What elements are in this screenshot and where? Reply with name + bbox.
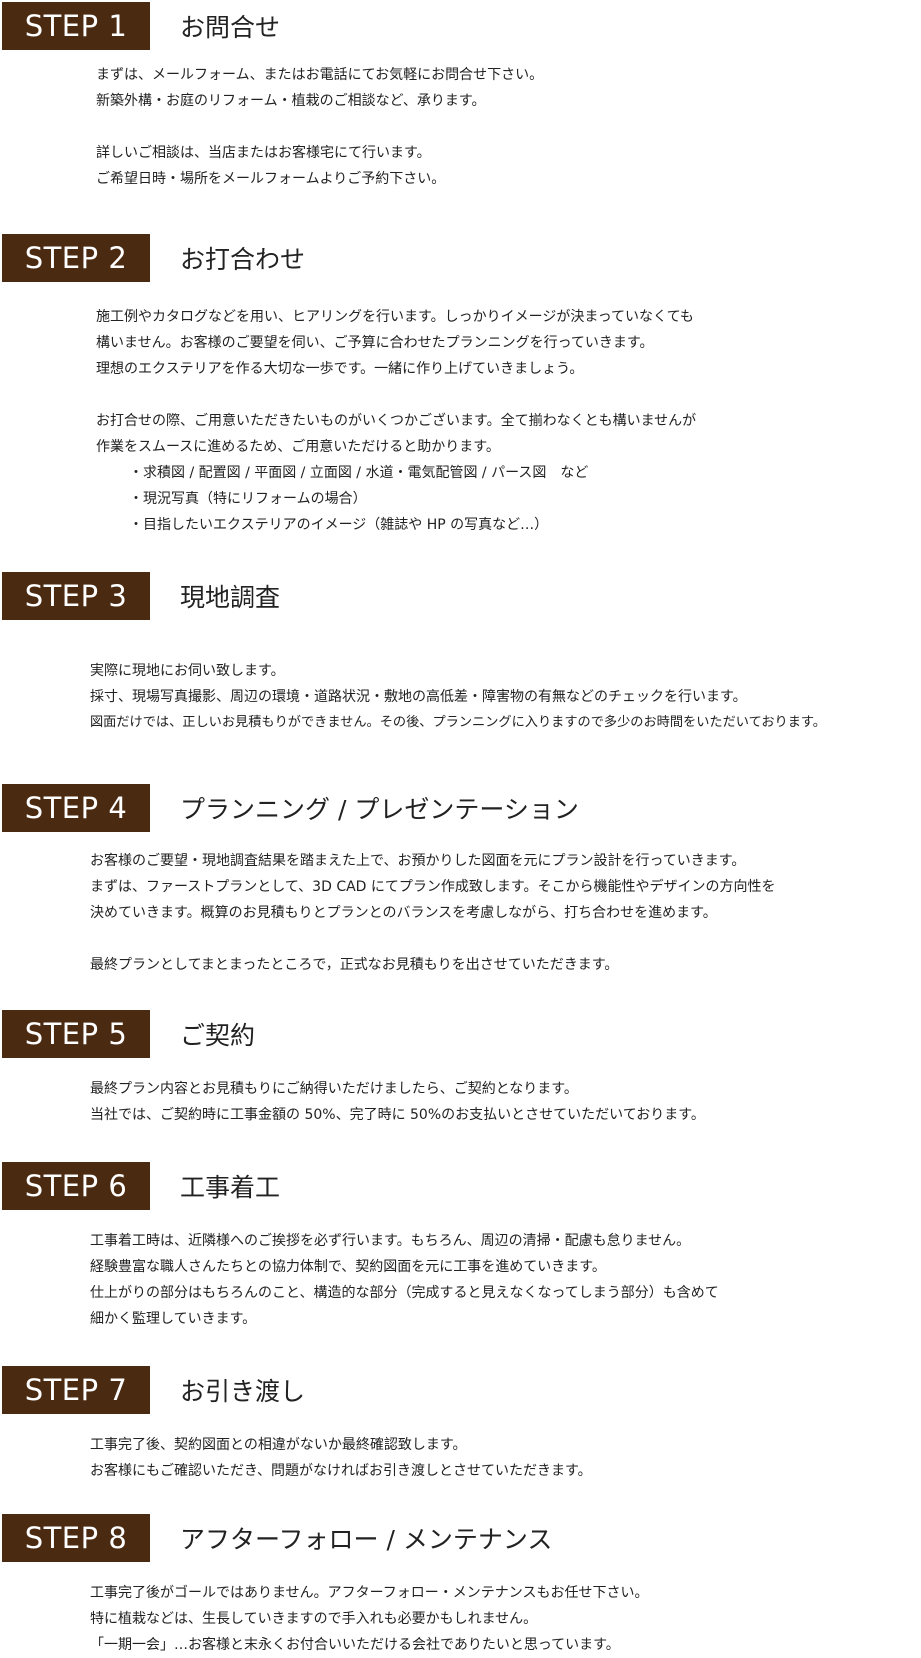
step-2-bullet-2: ・現況写真（特にリフォームの場合）: [129, 491, 367, 507]
step-8-body: 工事完了後がゴールではありません。アフターフォロー・メンテナンスもお任せ下さい。…: [90, 1580, 648, 1658]
step-5-title: ご契約: [180, 1021, 256, 1050]
step-4-line-5: 最終プランとしてまとまったところで，正式なお見積もりを出させていただきます。: [90, 957, 619, 973]
step-1-line-4: 詳しいご相談は、当店またはお客様宅にて行います。: [96, 145, 431, 161]
step-2-line-6: 作業をスムースに進めるため、ご用意いただけると助かります。: [96, 439, 500, 455]
step-3-line-2: 採寸、現場写真撮影、周辺の環境・道路状況・敷地の高低差・障害物の有無などのチェッ…: [90, 689, 747, 705]
step-2-line-2: 構いません。お客様のご要望を伺い、ご予算に合わせたプランニングを行っていきます。: [96, 335, 654, 351]
step-1-title: お問合せ: [180, 13, 281, 42]
step-3-title: 現地調査: [180, 583, 281, 612]
step-8-badge: STEP 8: [2, 1514, 150, 1562]
step-1-line-2: 新築外構・お庭のリフォーム・植栽のご相談など、承ります。: [96, 93, 486, 109]
step-6-body: 工事着工時は、近隣様へのご挨拶を必ず行います。もちろん、周辺の清掃・配慮も怠りま…: [90, 1228, 719, 1332]
step-1-body: まずは、メールフォーム、またはお電話にてお気軽にお問合せ下さい。 新築外構・お庭…: [96, 62, 543, 192]
step-3-badge: STEP 3: [2, 572, 150, 620]
step-4-body: お客様のご要望・現地調査結果を踏まえた上で、お預かりした図面を元にプラン設計を行…: [90, 848, 776, 978]
step-2-spacer: [96, 382, 696, 408]
step-1-line-1: まずは、メールフォーム、またはお電話にてお気軽にお問合せ下さい。: [96, 67, 544, 83]
step-6-line-2: 経験豊富な職人さんたちとの協力体制で、契約図面を元に工事を進めていきます。: [90, 1259, 606, 1275]
step-4-line-3: 決めていきます。概算のお見積もりとプランとのバランスを考慮しながら、打ち合わせを…: [90, 905, 717, 921]
step-3-line-3: 図面だけでは、正しいお見積もりができません。その後、プランニングに入りますので多…: [90, 715, 826, 730]
step-6-line-1: 工事着工時は、近隣様へのご挨拶を必ず行います。もちろん、周辺の清掃・配慮も怠りま…: [90, 1233, 691, 1249]
step-7-badge: STEP 7: [2, 1366, 150, 1414]
step-4-badge: STEP 4: [2, 784, 150, 832]
step-1-spacer: [96, 114, 543, 140]
step-2-bullet-1: ・求積図 / 配置図 / 平面図 / 立面図 / 水道・電気配管図 / パース図…: [129, 465, 589, 481]
step-7-body: 工事完了後、契約図面との相違がないか最終確認致します。 お客様にもご確認いただき…: [90, 1432, 592, 1484]
step-4-spacer: [90, 926, 776, 952]
step-2-badge: STEP 2: [2, 234, 150, 282]
step-7-title: お引き渡し: [180, 1377, 306, 1406]
step-5-badge: STEP 5: [2, 1010, 150, 1058]
step-8-line-3: 「一期一会」…お客様と末永くお付合いいただける会社でありたいと思っています。: [90, 1637, 620, 1653]
step-5-line-2: 当社では、ご契約時に工事金額の 50%、完了時に 50%のお支払いとさせていただ…: [90, 1107, 705, 1123]
step-5-body: 最終プラン内容とお見積もりにご納得いただけましたら、ご契約となります。 当社では…: [90, 1076, 705, 1128]
step-2-line-3: 理想のエクステリアを作る大切な一歩です。一緒に作り上げていきましょう。: [96, 361, 584, 377]
step-3-body: 実際に現地にお伺い致します。 採寸、現場写真撮影、周辺の環境・道路状況・敷地の高…: [90, 658, 826, 736]
step-5-line-1: 最終プラン内容とお見積もりにご納得いただけましたら、ご契約となります。: [90, 1081, 578, 1097]
step-2-line-1: 施工例やカタログなどを用い、ヒアリングを行います。しっかりイメージが決まっていな…: [96, 309, 694, 325]
step-2-bullet-3: ・目指したいエクステリアのイメージ（雑誌や HP の写真など…）: [129, 517, 549, 533]
step-2-title: お打合わせ: [180, 245, 306, 274]
step-6-badge: STEP 6: [2, 1162, 150, 1210]
step-1-badge: STEP 1: [2, 2, 150, 50]
step-8-line-2: 特に植栽などは、生長していきますので手入れも必要かもしれません。: [90, 1611, 538, 1627]
step-4-title: プランニング / プレゼンテーション: [180, 795, 579, 824]
step-2-body: 施工例やカタログなどを用い、ヒアリングを行います。しっかりイメージが決まっていな…: [96, 304, 696, 538]
step-6-line-3: 仕上がりの部分はもちろんのこと、構造的な部分（完成すると見えなくなってしまう部分…: [90, 1285, 719, 1301]
step-6-line-4: 細かく監理していきます。: [90, 1311, 257, 1327]
step-4-line-2: まずは、ファーストプランとして、3D CAD にてプラン作成致します。そこから機…: [90, 879, 776, 895]
step-2-line-5: お打合せの際、ご用意いただきたいものがいくつかございます。全て揃わなくとも構いま…: [96, 413, 697, 429]
step-1-line-5: ご希望日時・場所をメールフォームよりご予約下さい。: [96, 171, 446, 187]
step-7-line-2: お客様にもご確認いただき、問題がなければお引き渡しとさせていただきます。: [90, 1463, 592, 1479]
step-6-title: 工事着工: [180, 1173, 281, 1202]
step-4-line-1: お客様のご要望・現地調査結果を踏まえた上で、お預かりした図面を元にプラン設計を行…: [90, 853, 746, 869]
step-8-title: アフターフォロー / メンテナンス: [180, 1525, 553, 1554]
step-7-line-1: 工事完了後、契約図面との相違がないか最終確認致します。: [90, 1437, 467, 1453]
step-3-line-1: 実際に現地にお伺い致します。: [90, 663, 285, 679]
step-8-line-1: 工事完了後がゴールではありません。アフターフォロー・メンテナンスもお任せ下さい。: [90, 1585, 649, 1601]
